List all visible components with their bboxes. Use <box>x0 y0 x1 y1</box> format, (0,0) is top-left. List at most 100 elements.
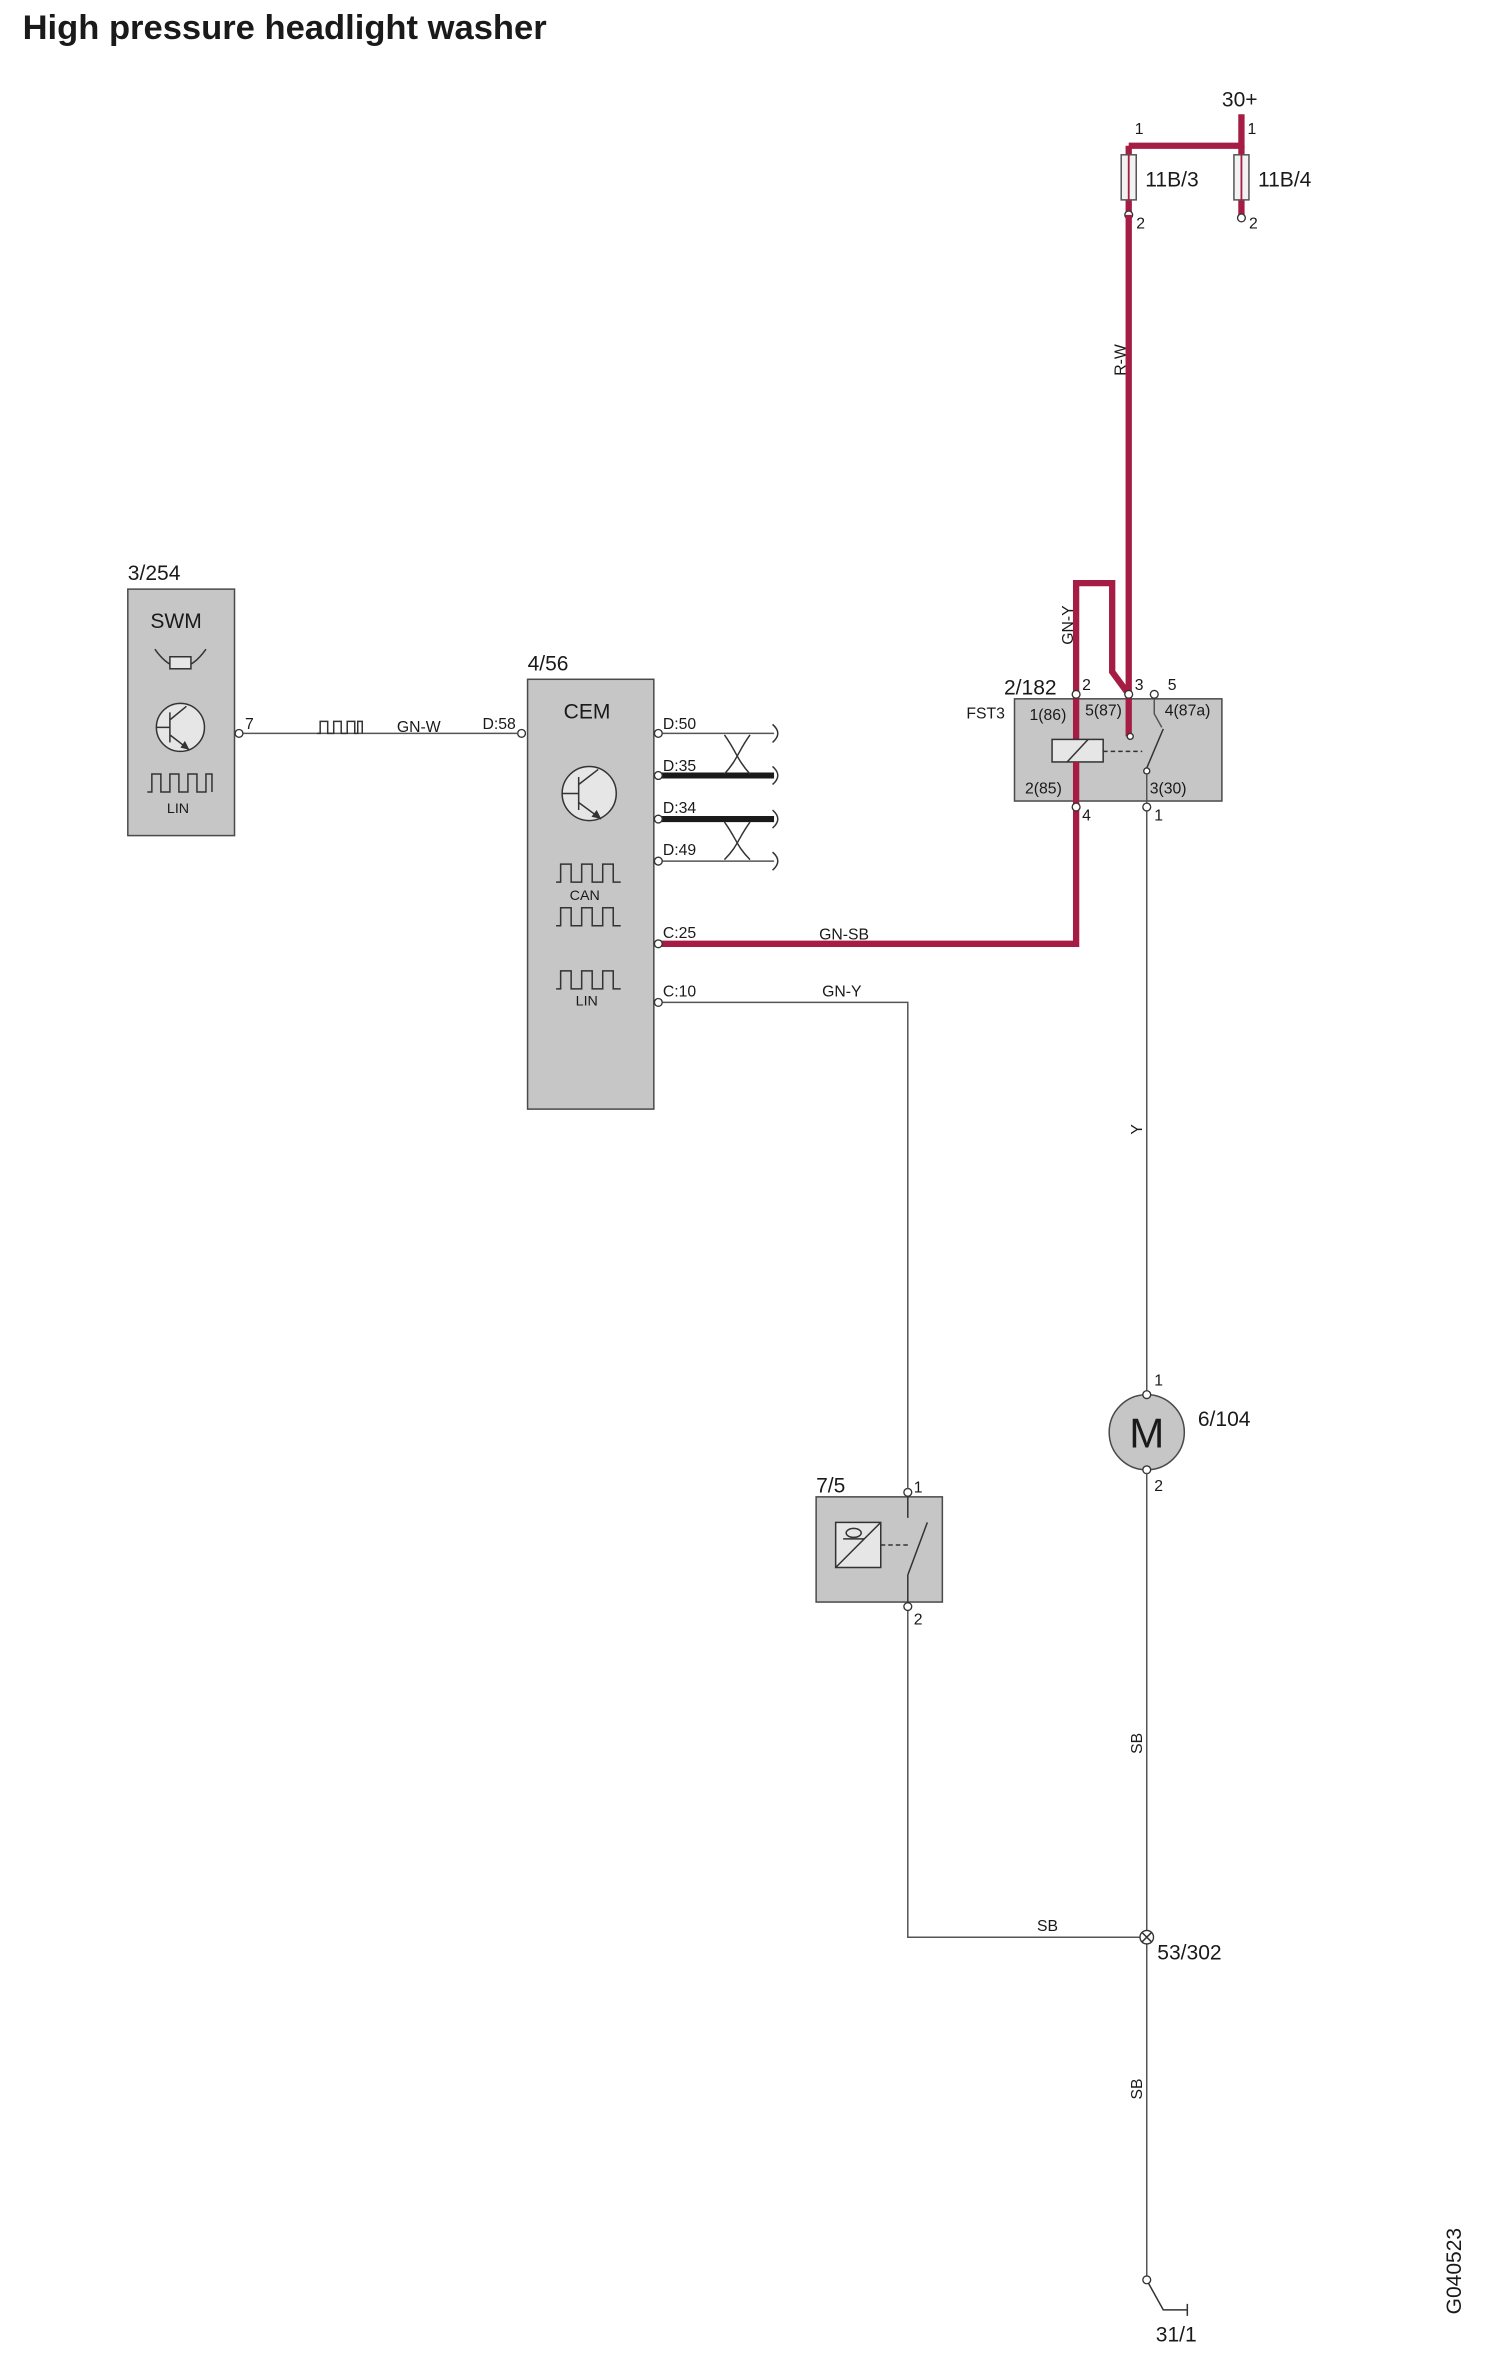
cem-pin-c10-label: C:10 <box>663 983 697 1000</box>
cem-pin-c10 <box>653 997 663 1007</box>
relay-pin-2 <box>1071 689 1081 699</box>
fuse-11b4-pin-out: 2 <box>1249 215 1258 232</box>
ground-id: 31/1 <box>1156 2323 1197 2346</box>
swm-name: SWM <box>150 610 201 633</box>
relay-pin-5-label: 5 <box>1168 677 1177 694</box>
motor-symbol: M <box>1129 1409 1164 1456</box>
cem-id: 4/56 <box>528 652 569 675</box>
relay-coil-mark <box>1066 738 1089 763</box>
wire-sb-ground-label: SB <box>1129 2078 1146 2099</box>
motor-pin-2 <box>1142 1465 1152 1475</box>
cem-body <box>526 678 655 1110</box>
wire-gn-y-switch-label: GN-Y <box>822 983 862 1000</box>
relay-terminal-86: 1(86) <box>1030 707 1067 724</box>
transistor-arrow <box>591 810 602 820</box>
splice-cross <box>1141 1932 1152 1943</box>
wire-gn-y-coil <box>1072 579 1132 740</box>
level-switch-pin-2 <box>903 1601 913 1612</box>
relay-pin-5 <box>1149 689 1159 699</box>
fuse-11b3: 1 2 11B/3 <box>1120 121 1199 232</box>
relay-terminal-30: 3(30) <box>1150 781 1187 798</box>
transistor-arrow <box>180 740 190 750</box>
relay-switch-blade <box>1146 728 1164 769</box>
ground-31-1: 31/1 <box>1142 2275 1197 2346</box>
cem-pin-d34-label: D:34 <box>663 800 697 817</box>
continuation-icon <box>772 723 779 871</box>
can-waveform-icon <box>556 863 621 883</box>
transistor-icon <box>155 702 206 753</box>
cem-pin-d49 <box>653 856 663 866</box>
ground-symbol <box>1147 2282 1189 2316</box>
swm-pin-7-label: 7 <box>245 716 254 733</box>
power-supply: 30+ <box>1128 89 1258 149</box>
fluid-level-switch: 7/5 1 2 <box>815 1474 944 1629</box>
level-switch-id: 7/5 <box>816 1474 845 1497</box>
steering-wheel-module: 3/254 SWM LIN 7 <box>127 562 254 837</box>
ground-terminal <box>1142 2275 1152 2285</box>
wire-gn-w-label: GN-W <box>397 719 441 736</box>
wire-sb-motor-label: SB <box>1129 1733 1146 1754</box>
figure-id: G040523 <box>1443 2228 1466 2315</box>
wire-gn-sb-label: GN-SB <box>819 926 869 943</box>
splice-id: 53/302 <box>1157 1942 1221 1965</box>
lin-waveform-icon <box>147 773 213 793</box>
transistor-lines <box>156 705 190 751</box>
relay-body <box>1013 698 1223 802</box>
relay-2-182: 2/182 FST3 R-W GN-Y 1(86) 5(87) 4(87a) 2… <box>966 214 1223 808</box>
level-switch-pin-1 <box>903 1487 913 1497</box>
level-switch-pin-2-label: 2 <box>914 1612 923 1629</box>
fuse-11b3-pin-out: 2 <box>1136 215 1145 232</box>
cem-pin-d58-label: D:58 <box>482 716 516 733</box>
relay-87-contact <box>1126 732 1134 741</box>
washer-pump-motor: M 1 2 6/104 <box>1108 1373 1251 1495</box>
relay-pin-4-label: 4 <box>1082 808 1091 825</box>
relay-ref: FST3 <box>966 705 1005 722</box>
relay-30-contact <box>1143 767 1151 775</box>
wire-gn-y-switch <box>661 1001 909 1490</box>
splice-53-302: 53/302 <box>1139 1929 1222 1965</box>
wire-y-label: Y <box>1129 1124 1146 1135</box>
relay-87a-lead <box>1153 694 1163 728</box>
supply-label: 30+ <box>1222 89 1258 112</box>
cem-lin-label: LIN <box>576 993 598 1009</box>
twisted-pair-icon <box>723 734 751 775</box>
supply-busbar <box>1128 114 1245 149</box>
relay-terminal-87: 5(87) <box>1085 702 1122 719</box>
relay-terminal-85: 2(85) <box>1025 781 1062 798</box>
cem-name: CEM <box>564 700 611 723</box>
wire-r-w-label: R-W <box>1113 344 1130 376</box>
cem-pin-c25 <box>653 939 663 949</box>
cem-pin-d50 <box>653 728 663 738</box>
twisted-pair-icon <box>723 821 751 861</box>
relay-pin-3-label: 3 <box>1135 677 1144 694</box>
motor-id: 6/104 <box>1198 1408 1251 1431</box>
level-switch-contact <box>907 1495 929 1604</box>
fuse-11b4-terminal <box>1236 213 1247 223</box>
fuse-11b4: 1 2 11B/4 <box>1233 121 1312 232</box>
motor-pin-2-label: 2 <box>1154 1478 1163 1495</box>
level-switch-pin-1-label: 1 <box>914 1479 923 1496</box>
fuse-11b4-pin-in: 1 <box>1247 121 1256 138</box>
can-waveform-icon <box>556 906 621 927</box>
cem-pin-d35 <box>653 770 663 781</box>
wire-sb-switch <box>907 1609 1141 1938</box>
relay-pin-4 <box>1071 802 1081 812</box>
cem-module: 4/56 CEM CAN LIN D:58 D:50 D:35 D:34 <box>482 652 779 1110</box>
wire-gn-sb <box>658 761 1080 947</box>
wire-sb-switch-label: SB <box>1037 1918 1058 1935</box>
cem-pin-c25-label: C:25 <box>663 925 697 942</box>
lin-waveform-icon <box>556 970 621 990</box>
level-sensor-diagonal <box>835 1521 882 1569</box>
cem-pin-d34 <box>653 814 663 824</box>
swm-lin-label: LIN <box>167 801 189 817</box>
fuse-11b4-label: 11B/4 <box>1258 168 1312 191</box>
cem-pin-d58 <box>516 728 527 738</box>
lin-signal-icon <box>317 720 364 735</box>
wire-gn-y-coil-label: GN-Y <box>1060 605 1077 645</box>
headlamp-washer-icon <box>169 656 192 670</box>
relay-id: 2/182 <box>1004 676 1057 699</box>
transistor-lines <box>562 768 602 820</box>
relay-pin-1-label: 1 <box>1154 808 1163 825</box>
transistor-icon <box>561 765 617 822</box>
